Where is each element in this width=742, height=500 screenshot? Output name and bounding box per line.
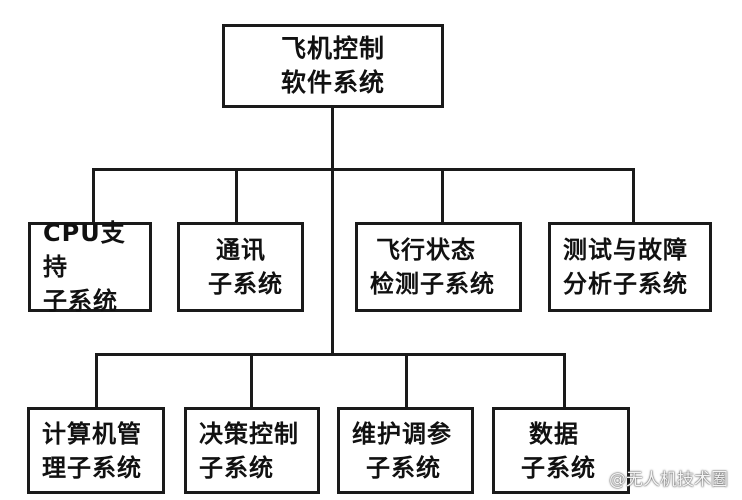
node-data-line2: 子系统 [521, 453, 596, 482]
node-cpu-support-line1: CPU支持 [43, 219, 126, 281]
watermark-text: @无人机技术圈 [609, 470, 728, 490]
node-cpu-support-line2: 子系统 [43, 287, 118, 315]
root-node-line2: 软件系统 [280, 68, 385, 97]
node-test-fault-line1: 测试与故障 [563, 236, 688, 264]
node-decision-control-line1: 决策控制 [199, 419, 299, 448]
node-communication: 通讯 子系统 [177, 222, 304, 312]
node-cpu-support: CPU支持 子系统 [28, 219, 152, 315]
node-maintenance-tuning-line1: 维护调参 [352, 419, 452, 448]
node-data-line1: 数据 [529, 419, 579, 448]
node-decision-control: 决策控制 子系统 [184, 407, 320, 494]
node-computer-management-line2: 理子系统 [42, 453, 142, 482]
row2-drop-line-3 [405, 353, 408, 409]
row1-drop-line-2 [235, 168, 238, 224]
node-flight-status-line2: 检测子系统 [370, 270, 495, 298]
node-flight-status-line1: 飞行状态 [376, 236, 476, 264]
root-trunk-line [331, 105, 334, 355]
row2-bus-line [95, 353, 566, 356]
row1-drop-line-4 [632, 168, 635, 224]
node-maintenance-tuning: 维护调参 子系统 [337, 407, 474, 494]
node-computer-management: 计算机管 理子系统 [27, 407, 165, 494]
row1-drop-line-3 [441, 168, 444, 224]
node-communication-line2: 子系统 [208, 270, 283, 298]
row2-drop-line-1 [95, 353, 98, 409]
node-test-fault-line2: 分析子系统 [563, 270, 688, 298]
row1-drop-line-1 [92, 168, 95, 224]
node-maintenance-tuning-line2: 子系统 [366, 453, 441, 482]
node-communication-line1: 通讯 [216, 236, 266, 264]
row2-drop-line-2 [250, 353, 253, 409]
row1-bus-line [92, 168, 635, 171]
node-data: 数据 子系统 [492, 407, 630, 494]
node-decision-control-line2: 子系统 [199, 453, 274, 482]
root-node-line1: 飞机控制 [280, 34, 385, 63]
node-flight-status: 飞行状态 检测子系统 [355, 222, 522, 312]
root-node: 飞机控制 软件系统 [222, 24, 444, 108]
node-computer-management-line1: 计算机管 [42, 419, 142, 448]
row2-drop-line-4 [563, 353, 566, 409]
node-test-fault: 测试与故障 分析子系统 [548, 222, 712, 312]
